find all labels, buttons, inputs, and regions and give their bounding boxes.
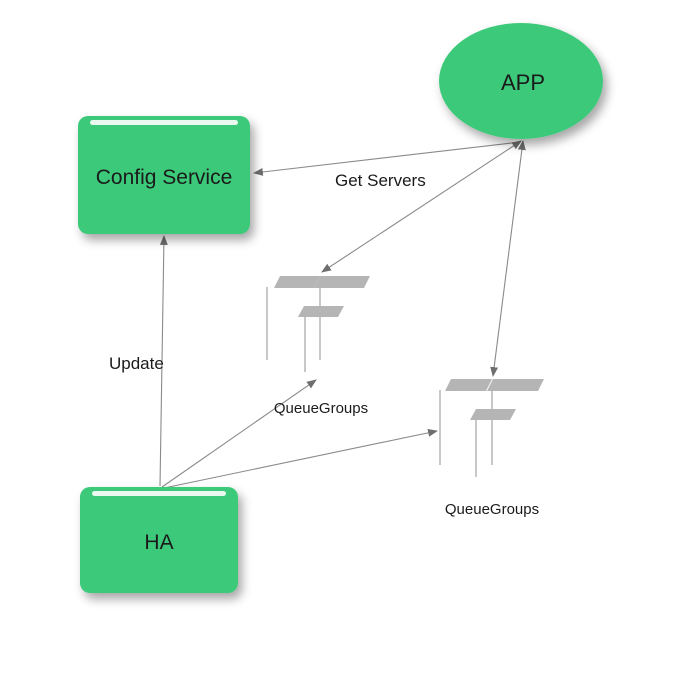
edges: [159, 140, 526, 489]
ha-node[interactable]: HA: [80, 487, 238, 593]
queuegroups-2-label: QueueGroups: [445, 501, 539, 518]
edge-label-update: Update: [109, 354, 164, 373]
app-node-shape: [439, 23, 603, 139]
edge-ha-to-config-service: [159, 235, 168, 487]
queuegroups-1-icon[interactable]: [266, 276, 370, 372]
queue-icon-front: [266, 276, 370, 360]
queue-icon-front: [439, 379, 544, 465]
config-service-node-label: Config Service: [96, 166, 233, 189]
ha-node-shape: [80, 487, 238, 593]
queuegroups-1-label: QueueGroups: [274, 400, 368, 417]
config-service-node-shape: [78, 116, 250, 234]
ha-node-label: HA: [144, 531, 173, 554]
app-node[interactable]: APP: [439, 23, 603, 139]
config-service-node-highlight: [90, 120, 238, 125]
queue-icon-back: [298, 306, 344, 372]
edge-app-to-queuegroups-2: [490, 140, 526, 377]
queuegroups-2-icon[interactable]: [439, 379, 544, 477]
edge-ha-to-queuegroups-2: [163, 428, 438, 489]
app-node-label: APP: [501, 70, 545, 95]
ha-node-highlight: [92, 491, 226, 496]
edge-app-to-queuegroups-1: [321, 140, 522, 273]
edge-ha-to-queuegroups-1: [161, 379, 317, 488]
config-service-node[interactable]: Config Service: [78, 116, 250, 234]
edge-label-get-servers: Get Servers: [335, 171, 426, 190]
queue-icon-back: [470, 409, 516, 477]
